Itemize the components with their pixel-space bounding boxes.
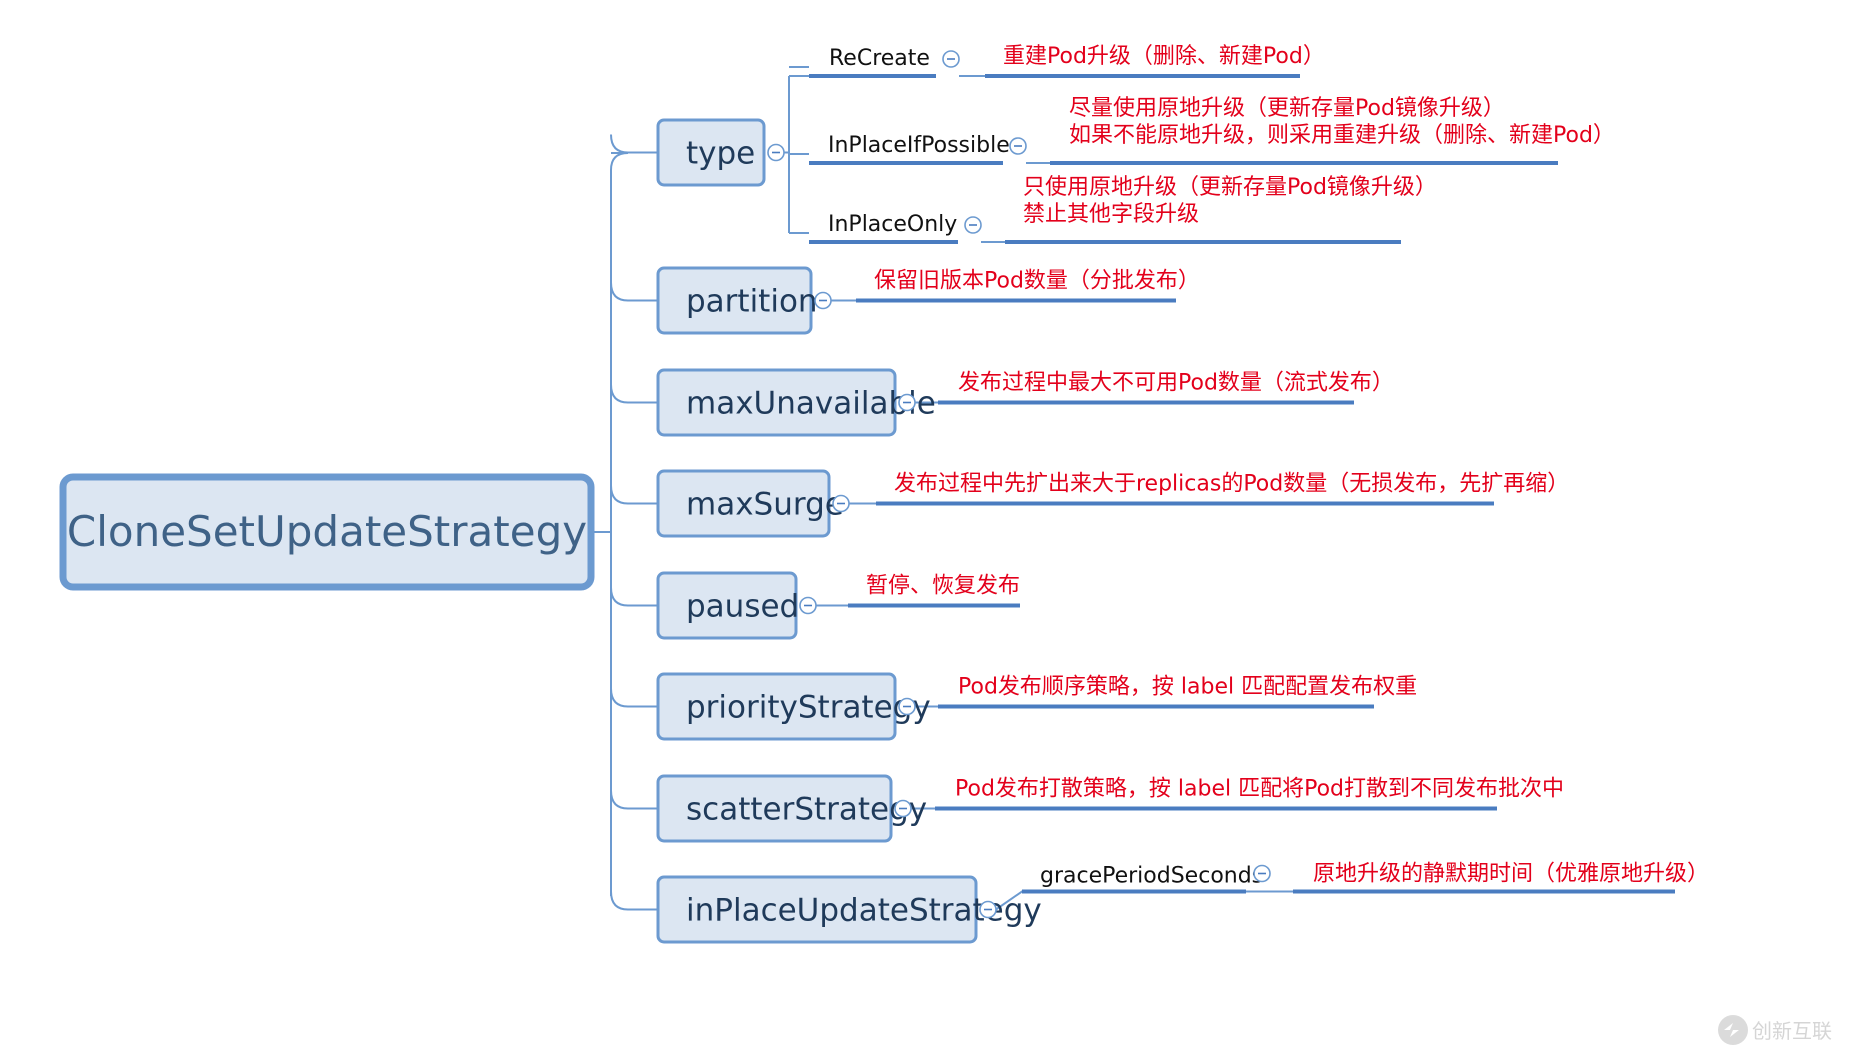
collapse-toggle-maxUnavailable[interactable] (898, 393, 916, 412)
branch-connector-inPlaceUpdateStrategy (610, 891, 658, 911)
description-text: Pod发布顺序策略，按 label 匹配配置发布权重 (958, 675, 1417, 700)
child-description-text: 重建Pod升级（删除、新建Pod） (1003, 44, 1325, 69)
branch-node-partition[interactable]: partition (656, 266, 818, 335)
branch-connector-type (610, 134, 658, 154)
branch-node-priorityStrategy[interactable]: priorityStrategy (656, 672, 931, 741)
description-text: 保留旧版本Pod数量（分批发布） (874, 269, 1200, 294)
child-key-label: InPlaceOnly (828, 212, 957, 237)
child-key-label: InPlaceIfPossible (828, 133, 1010, 158)
collapse-toggle-type[interactable] (767, 143, 785, 162)
branch-node-box (656, 571, 798, 640)
description-text: 暂停、恢复发布 (866, 574, 1020, 599)
root-node-box (59, 473, 595, 591)
branch-node-maxUnavailable[interactable]: maxUnavailable (656, 368, 936, 437)
child-description-text: 尽量使用原地升级（更新存量Pod镜像升级） (1069, 96, 1505, 121)
branch-node-maxSurge[interactable]: maxSurge (656, 469, 844, 538)
root-node: CloneSetUpdateStrategy (59, 473, 595, 591)
collapse-toggle-partition[interactable] (814, 291, 832, 310)
child-description-text: 只使用原地升级（更新存量Pod镜像升级） (1023, 175, 1437, 200)
nodes-layer: CloneSetUpdateStrategy type partition 保留旧版本… (59, 44, 1709, 944)
branch-node-label: priorityStrategy (686, 690, 931, 726)
branch-node-label: maxSurge (686, 487, 844, 523)
collapse-toggle-child[interactable] (942, 50, 960, 68)
branch-node-type[interactable]: type (656, 118, 766, 187)
watermark-text: 创新互联 (1752, 1019, 1832, 1043)
branch-node-label: paused (686, 589, 799, 625)
description-text: 发布过程中先扩出来大于replicas的Pod数量（无损发布，先扩再缩） (894, 472, 1569, 497)
trunk-line (610, 152, 629, 896)
branch-connector-maxSurge (610, 485, 658, 505)
description-text: 发布过程中最大不可用Pod数量（流式发布） (958, 371, 1394, 396)
child-description-text: 如果不能原地升级，则采用重建升级（删除、新建Pod） (1069, 123, 1615, 148)
collapse-toggle-child[interactable] (1009, 137, 1027, 155)
branch-node-box (656, 875, 978, 944)
child-key-label: ReCreate (829, 46, 930, 71)
branch-connector-priorityStrategy (610, 688, 658, 708)
branch-node-box (656, 774, 893, 843)
branch-node-label: partition (686, 284, 818, 320)
branch-connector-scatterStrategy (610, 790, 658, 810)
collapse-toggle-priorityStrategy[interactable] (898, 697, 916, 716)
branch-connector-partition (610, 282, 658, 302)
branch-node-paused[interactable]: paused (656, 571, 799, 640)
watermark-icon (1718, 1015, 1748, 1045)
branch-node-inPlaceUpdateStrategy[interactable]: inPlaceUpdateStrategy (656, 875, 1042, 944)
branch-node-box (656, 672, 897, 741)
collapse-toggle-child[interactable] (964, 216, 982, 234)
collapse-toggle-scatterStrategy[interactable] (894, 799, 912, 818)
branch-node-box (656, 469, 831, 538)
description-text: Pod发布打散策略，按 label 匹配将Pod打散到不同发布批次中 (955, 777, 1564, 802)
collapse-toggle-maxSurge[interactable] (832, 494, 850, 513)
branch-node-label: maxUnavailable (686, 386, 936, 422)
ip-child-key-label: gracePeriodSeconds (1040, 864, 1263, 889)
branch-node-label: scatterStrategy (686, 792, 927, 828)
branch-node-scatterStrategy[interactable]: scatterStrategy (656, 774, 927, 843)
collapse-toggle-paused[interactable] (799, 596, 817, 615)
watermark-logo: 创新互联 (1718, 1015, 1832, 1045)
collapse-toggle-ip-child[interactable] (1253, 864, 1271, 883)
branch-node-box (656, 118, 766, 187)
branch-node-box (656, 368, 897, 437)
branch-connector-paused (610, 587, 658, 607)
root-node-label: CloneSetUpdateStrategy (67, 507, 587, 556)
branch-connector-maxUnavailable (610, 384, 658, 404)
branch-node-box (656, 266, 813, 335)
ip-child-description-text: 原地升级的静默期时间（优雅原地升级） (1313, 862, 1709, 887)
underlines-layer (809, 74, 1675, 894)
collapse-toggle-inPlaceUpdateStrategy[interactable] (979, 900, 997, 919)
child-description-text: 禁止其他字段升级 (1023, 202, 1199, 227)
edges-layer (591, 66, 1293, 911)
branch-node-label: type (686, 136, 755, 172)
